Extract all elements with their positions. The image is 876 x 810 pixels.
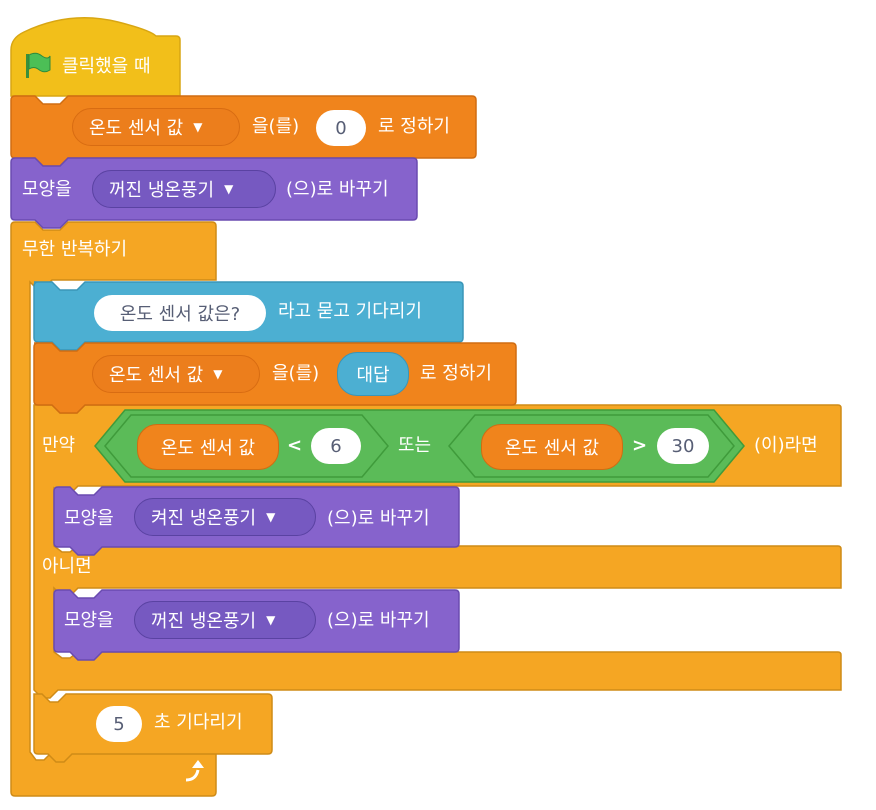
else-label: 아니면 xyxy=(42,556,92,577)
if-label: 만약 xyxy=(42,435,76,456)
forever-label: 무한 반복하기 xyxy=(22,239,128,260)
loop-arrow-icon xyxy=(185,760,204,782)
chevron-down-icon: ▼ xyxy=(193,120,203,134)
greater-than-symbol: > xyxy=(632,435,648,456)
costume-dropdown-3[interactable]: 꺼진 냉온풍기 ▼ xyxy=(134,601,316,639)
temperature-reporter-left[interactable]: 온도 센서 값 xyxy=(137,424,279,470)
switch-costume-3-prefix: 모양을 xyxy=(64,610,114,631)
hat-block[interactable] xyxy=(10,17,181,97)
set-var-1-suffix: 로 정하기 xyxy=(378,116,450,137)
costume-dropdown-label: 꺼진 냉온풍기 xyxy=(109,180,215,201)
then-label: (이)라면 xyxy=(754,435,818,456)
temperature-reporter-right[interactable]: 온도 센서 값 xyxy=(481,424,623,470)
threshold-input-right[interactable]: 30 xyxy=(657,428,709,464)
switch-costume-2-prefix: 모양을 xyxy=(64,508,114,529)
switch-costume-2-suffix: (으)로 바꾸기 xyxy=(327,508,430,529)
green-flag-icon xyxy=(26,52,51,78)
variable-dropdown-2[interactable]: 온도 센서 값 ▼ xyxy=(92,355,260,393)
costume-dropdown-1[interactable]: 꺼진 냉온풍기 ▼ xyxy=(92,170,276,208)
set-var-2-mid: 을(를) xyxy=(272,363,320,384)
or-label: 또는 xyxy=(398,435,432,456)
variable-dropdown-label: 온도 센서 값 xyxy=(89,118,184,139)
less-than-symbol: < xyxy=(287,435,303,456)
chevron-down-icon: ▼ xyxy=(224,182,234,196)
costume-dropdown-label: 켜진 냉온풍기 xyxy=(151,508,257,529)
answer-reporter[interactable]: 대답 xyxy=(337,352,409,396)
chevron-down-icon: ▼ xyxy=(213,367,223,381)
switch-costume-1-suffix: (으)로 바꾸기 xyxy=(286,179,389,200)
chevron-down-icon: ▼ xyxy=(266,613,276,627)
forever-block[interactable] xyxy=(10,221,217,797)
hat-label: 클릭했을 때 xyxy=(62,56,151,77)
question-input[interactable]: 온도 센서 값은? xyxy=(94,295,266,331)
wait-block[interactable] xyxy=(33,693,273,763)
switch-costume-3-suffix: (으)로 바꾸기 xyxy=(327,610,430,631)
wait-suffix: 초 기다리기 xyxy=(154,712,243,733)
chevron-down-icon: ▼ xyxy=(266,510,276,524)
value-input-1[interactable]: 0 xyxy=(316,110,366,146)
threshold-input-left[interactable]: 6 xyxy=(311,428,361,464)
switch-costume-1-prefix: 모양을 xyxy=(22,179,72,200)
ask-suffix: 라고 묻고 기다리기 xyxy=(278,301,422,322)
set-var-2-suffix: 로 정하기 xyxy=(420,363,492,384)
seconds-input[interactable]: 5 xyxy=(96,706,142,742)
variable-dropdown-1[interactable]: 온도 센서 값 ▼ xyxy=(72,108,240,146)
variable-dropdown-label: 온도 센서 값 xyxy=(109,365,204,386)
costume-dropdown-label: 꺼진 냉온풍기 xyxy=(151,611,257,632)
costume-dropdown-2[interactable]: 켜진 냉온풍기 ▼ xyxy=(134,498,316,536)
set-var-1-mid: 을(를) xyxy=(252,116,300,137)
